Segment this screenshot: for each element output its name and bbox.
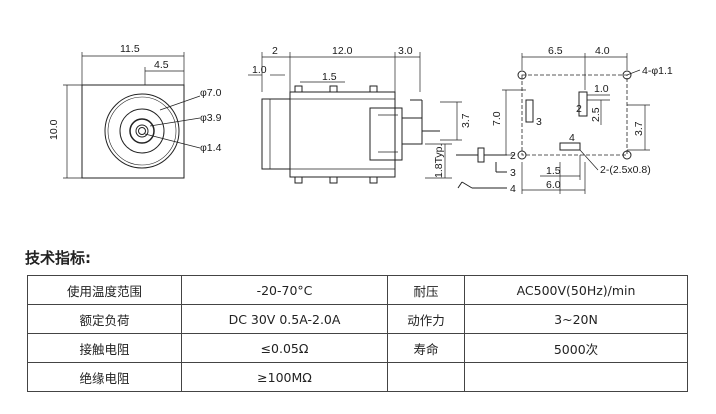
dim-3-0: 3.0 xyxy=(398,45,413,57)
pin-label-2: 2 xyxy=(510,150,516,162)
dim-4-0: 4.0 xyxy=(595,45,610,57)
dim-6-5: 6.5 xyxy=(548,45,563,57)
bottom-view xyxy=(502,53,650,194)
table-cell: 寿命 xyxy=(387,333,465,363)
table-cell: DC 30V 0.5A-2.0A xyxy=(181,304,388,334)
dim-10-0: 10.0 xyxy=(48,119,60,140)
table-cell: 绝缘电阻 xyxy=(27,362,182,392)
dim-1-0-b: 1.0 xyxy=(594,83,609,95)
table-row: 额定负荷 DC 30V 0.5A-2.0A 动作力 3~20N xyxy=(27,304,688,334)
dim-1-5-b: 1.5 xyxy=(546,165,561,177)
spec-section-title: 技术指标: xyxy=(25,249,91,267)
side-view xyxy=(248,52,507,189)
table-cell: ≥100MΩ xyxy=(181,362,388,392)
table-cell xyxy=(464,362,688,392)
table-cell: 3~20N xyxy=(464,304,688,334)
pin-label-4: 4 xyxy=(510,183,516,195)
table-cell: 5000次 xyxy=(464,333,688,363)
dim-4-5: 4.5 xyxy=(154,59,169,71)
spec-table: 使用温度范围 -20-70°C 耐压 AC500V(50Hz)/min 额定负荷… xyxy=(27,275,688,392)
table-cell: AC500V(50Hz)/min xyxy=(464,275,688,305)
bottom-view-labels: 6.5 4.0 4-φ1.1 1.0 7.0 2.5 3.7 1.5 6.0 2… xyxy=(491,45,673,191)
bottom-pin-label-2: 2 xyxy=(576,103,582,115)
bottom-pin-label-3: 3 xyxy=(536,116,542,128)
table-row: 接触电阻 ≤0.05Ω 寿命 5000次 xyxy=(27,333,688,363)
table-cell: 使用温度范围 xyxy=(27,275,182,305)
front-view-labels: 11.5 4.5 10.0 φ7.0 φ3.9 φ1.4 xyxy=(48,43,222,154)
dim-3-7: 3.7 xyxy=(460,113,472,128)
table-row: 绝缘电阻 ≥100MΩ xyxy=(27,362,688,392)
front-view xyxy=(63,52,201,179)
table-cell: ≤0.05Ω xyxy=(181,333,388,363)
dim-12-0: 12.0 xyxy=(332,45,353,57)
dim-2-5: 2.5 xyxy=(590,107,602,122)
table-cell: 动作力 xyxy=(387,304,465,334)
table-cell: -20-70°C xyxy=(181,275,388,305)
dim-phi-3-9: φ3.9 xyxy=(200,112,222,124)
dim-1-8-typ: 1.8Typ. xyxy=(433,144,445,178)
table-cell xyxy=(387,362,465,392)
technical-drawing: 11.5 4.5 10.0 φ7.0 φ3.9 φ1.4 2 12.0 3.0 … xyxy=(48,43,673,195)
table-cell: 耐压 xyxy=(387,275,465,305)
dim-3-7-b: 3.7 xyxy=(633,121,645,136)
table-cell: 额定负荷 xyxy=(27,304,182,334)
dim-phi-7-0: φ7.0 xyxy=(200,87,222,99)
dim-phi-1-4: φ1.4 xyxy=(200,142,222,154)
dim-2-slot: 2-(2.5x0.8) xyxy=(600,164,651,176)
dim-2: 2 xyxy=(272,45,278,57)
table-cell: 接触电阻 xyxy=(27,333,182,363)
table-row: 使用温度范围 -20-70°C 耐压 AC500V(50Hz)/min xyxy=(27,275,688,305)
dim-7-0: 7.0 xyxy=(491,111,503,126)
bottom-pin-label-4: 4 xyxy=(569,132,575,144)
dim-1-5: 1.5 xyxy=(322,71,337,83)
pin-label-3: 3 xyxy=(510,167,516,179)
dim-4-phi-1-1: 4-φ1.1 xyxy=(642,65,673,77)
side-view-labels: 2 12.0 3.0 1.0 1.5 3.7 1.8Typ. 2 3 4 xyxy=(252,45,516,195)
dim-1-0: 1.0 xyxy=(252,64,267,76)
dim-6-0: 6.0 xyxy=(546,179,561,191)
dim-11-5: 11.5 xyxy=(120,43,140,55)
